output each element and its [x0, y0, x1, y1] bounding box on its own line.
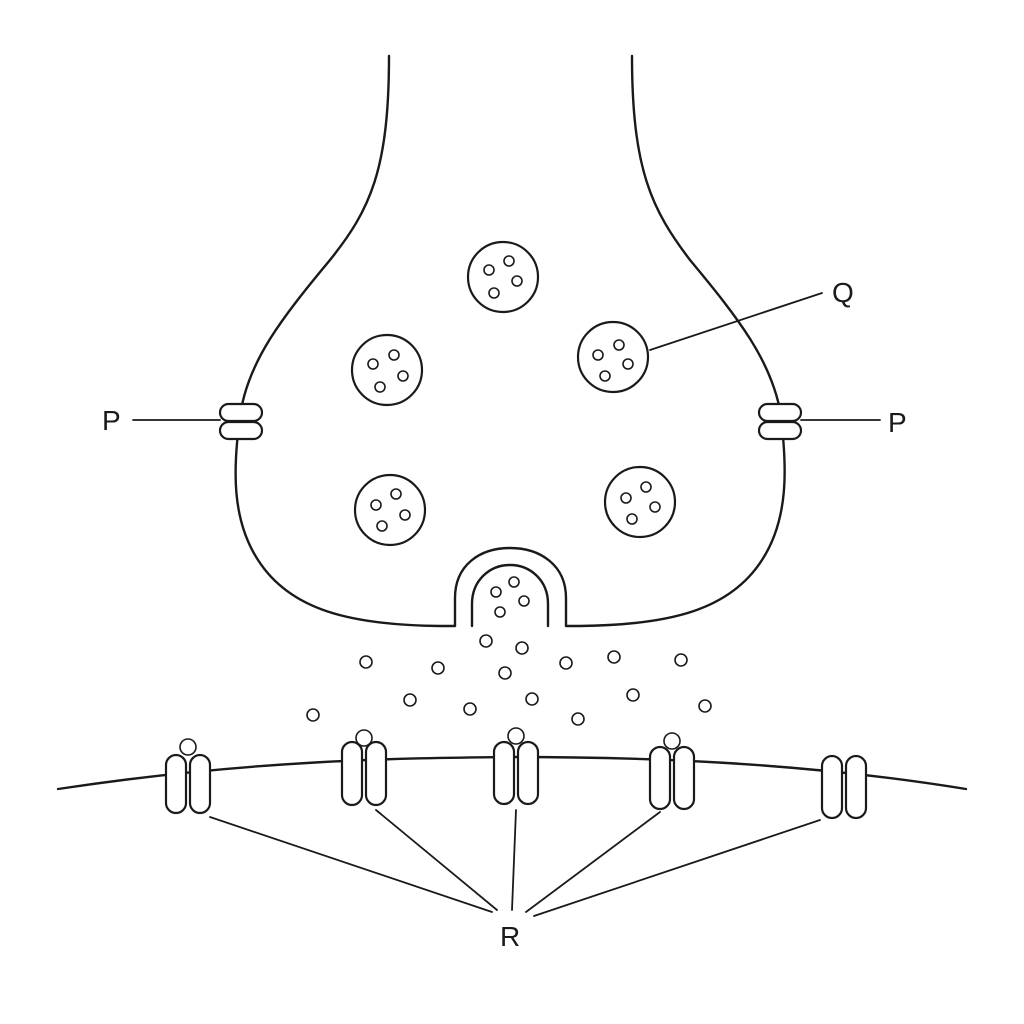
receptor-1 [164, 738, 212, 815]
channel-left [218, 402, 264, 441]
neurotransmitter-molecules [306, 634, 712, 726]
leader-r-2 [375, 809, 498, 911]
channel-right [757, 402, 803, 441]
vesicle-left-upper [350, 333, 424, 407]
leader-r-3 [511, 809, 517, 911]
fusing-vesicle [470, 563, 550, 628]
presynaptic-membrane [234, 54, 786, 628]
leader-r-4 [525, 811, 661, 913]
vesicle-top [466, 240, 540, 314]
receptor-3 [492, 727, 540, 806]
receptor-4 [648, 732, 696, 811]
vesicle-right-upper [576, 320, 650, 394]
fusing-vesicle-membrane [470, 563, 550, 628]
receptor-2 [340, 729, 388, 807]
label-p-left: P [102, 405, 121, 436]
vesicle-right-lower [603, 465, 677, 539]
leader-q [649, 292, 823, 351]
leader-r-1 [209, 816, 493, 913]
label-q: Q [832, 277, 854, 308]
label-p-right: P [888, 407, 907, 438]
vesicle-left-lower [353, 473, 427, 547]
receptor-5 [820, 754, 868, 820]
label-r: R [500, 921, 520, 952]
leader-r-5 [533, 819, 821, 917]
